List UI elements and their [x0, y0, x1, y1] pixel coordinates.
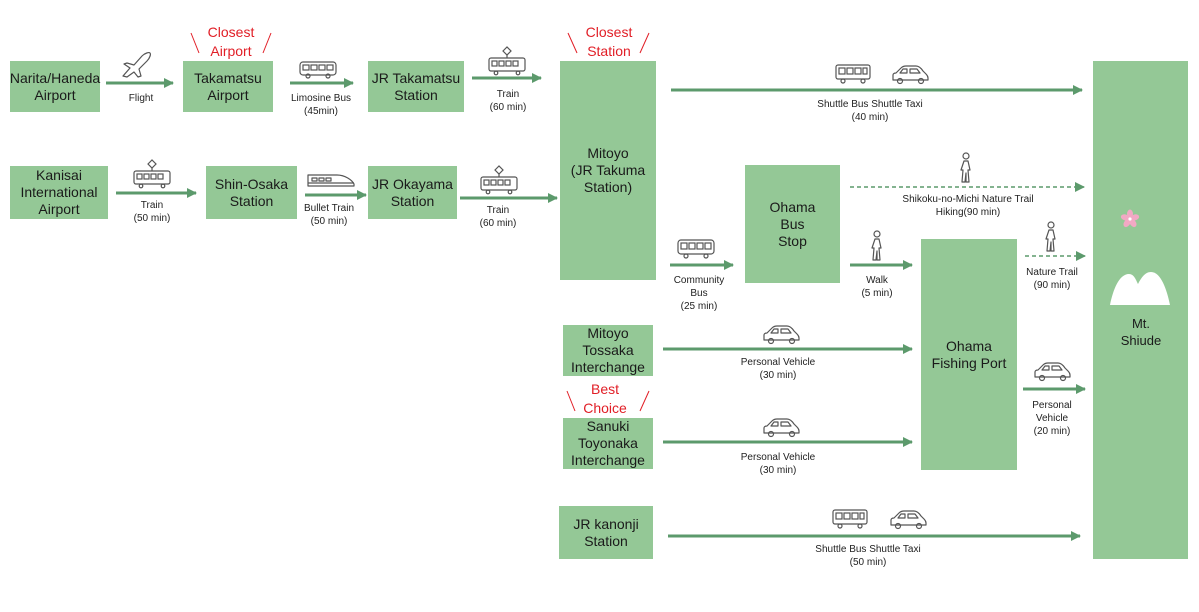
car-icon: [763, 418, 800, 438]
car-icon: [892, 65, 929, 85]
arrow-group: [106, 73, 1086, 541]
label-shikoku: Shikoku-no-Michi Nature Trail Hiking(90 …: [902, 194, 1034, 218]
node-sanuki-toyonaka: Sanuki Toyonaka Interchange: [563, 418, 653, 469]
node-jr-takamatsu: JR Takamatsu Station: [368, 61, 464, 112]
node-jr-okayama: JR Okayama Station: [368, 166, 457, 219]
label-shuttle-bottom: Shuttle Bus Shuttle Taxi (50 min): [815, 544, 921, 568]
node-ohama-bus-stop: Ohama Bus Stop: [745, 165, 840, 283]
tram-icon: [133, 159, 171, 189]
label-shuttle-top: Shuttle Bus Shuttle Taxi (40 min): [817, 99, 923, 123]
node-mitoyo-station: Mitoyo (JR Takuma Station): [560, 61, 656, 280]
label-pv-sanuki: Personal Vehicle (30 min): [740, 452, 816, 476]
car-icon: [890, 510, 927, 530]
car-icon: [763, 325, 800, 345]
label-limo: Limosine Bus (45min): [290, 93, 352, 117]
tram-icon: [480, 165, 518, 195]
note-best-choice: Best Choice: [583, 381, 627, 416]
label-train-ok: Train (60 min): [479, 205, 517, 229]
node-kansai: Kanisai International Airport: [10, 166, 108, 219]
tram-icon: [488, 46, 526, 76]
mt-shiude-label: Mt. Shiude: [1120, 316, 1162, 348]
walking-person-icon: [1045, 221, 1056, 252]
bus-icon: [835, 64, 871, 84]
node-ohama-port: Ohama Fishing Port: [921, 239, 1017, 470]
bullet-train-icon: [307, 174, 355, 187]
node-narita: Narita/Haneda Airport: [10, 61, 100, 112]
walking-person-icon: [960, 152, 971, 183]
label-train-kansai: Train (50 min): [133, 200, 171, 224]
note-closest-station: Closest Station: [585, 24, 633, 59]
note-ticks: [190, 32, 650, 412]
label-train-tk: Train (60 min): [489, 89, 527, 113]
label-pv-tossaka: Personal Vehicle (30 min): [740, 357, 816, 381]
node-mitoyo-tossaka: Mitoyo Tossaka Interchange: [563, 325, 653, 376]
label-pv-port: Personal Vehicle (20 min): [1032, 400, 1072, 437]
mountain-icon: [1110, 272, 1170, 305]
bus-icon: [832, 509, 868, 529]
bus-icon: [299, 61, 337, 79]
node-shin-osaka: Shin-Osaka Station: [206, 166, 297, 219]
car-icon: [1034, 362, 1071, 382]
node-mt-shiude: Mt. Shiude: [1093, 61, 1188, 559]
bus-icon: [677, 239, 715, 259]
node-jr-kanonji: JR kanonji Station: [559, 506, 653, 559]
label-bullet: Bullet Train (50 min): [303, 203, 355, 227]
node-takamatsu-airport: Takamatsu Airport: [183, 61, 273, 112]
label-walk: Walk (5 min): [861, 275, 893, 299]
walking-person-icon: [871, 230, 882, 261]
label-community-bus: Community Bus (25 min): [673, 275, 725, 312]
label-flight: Flight: [128, 93, 154, 104]
label-nature-trail: Nature Trail (90 min): [1026, 267, 1078, 291]
airplane-icon: [122, 52, 151, 78]
cherry-blossom-icon: [1120, 209, 1140, 228]
note-closest-airport: Closest Airport: [207, 24, 255, 59]
